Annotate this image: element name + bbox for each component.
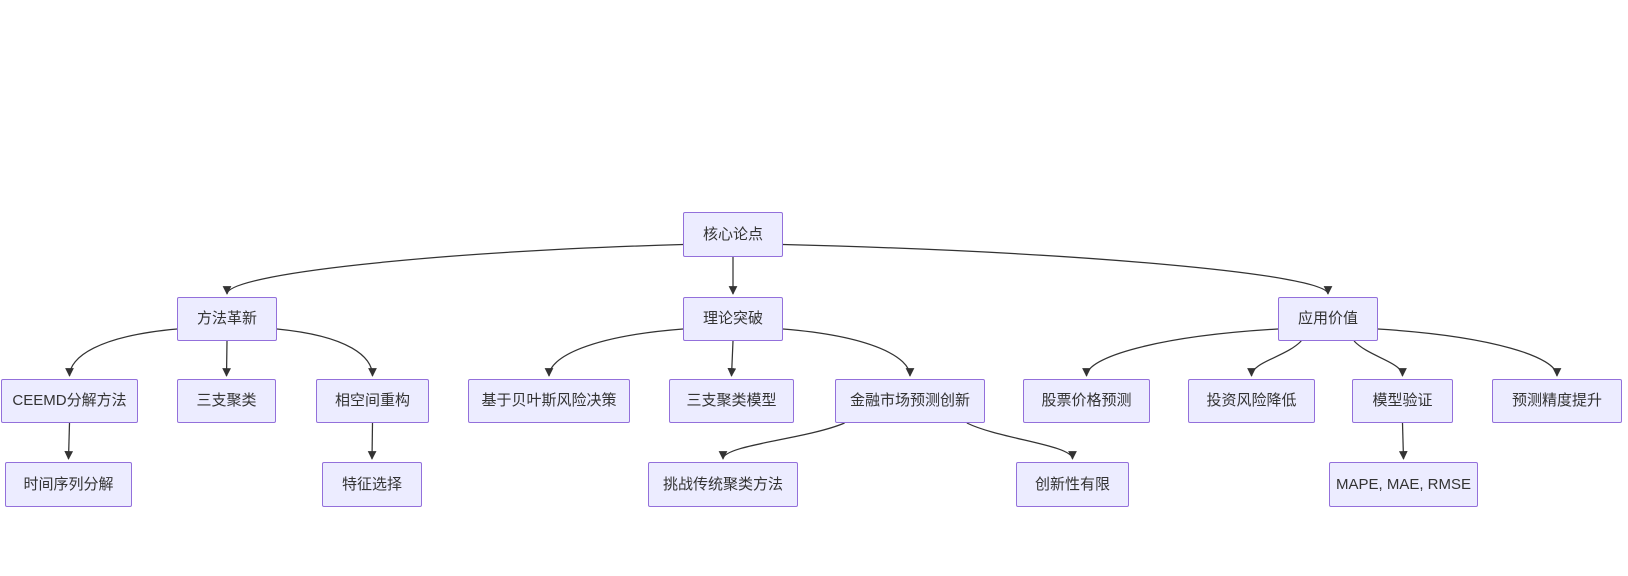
node-label-method-innovation: 方法革新: [196, 310, 257, 327]
node-challenge-clustering: 挑战传统聚类方法: [648, 462, 798, 507]
node-fin-market-innovation: 金融市场预测创新: [835, 379, 985, 423]
node-method-innovation: 方法革新: [177, 297, 277, 341]
node-model-validation: 模型验证: [1352, 379, 1453, 423]
node-label-application-value: 应用价值: [1297, 310, 1358, 327]
node-label-stock-prediction: 股票价格预测: [1041, 392, 1132, 409]
node-label-bayes-risk: 基于贝叶斯风险决策: [481, 392, 617, 409]
node-label-root: 核心论点: [702, 225, 763, 243]
node-ceemd: CEEMD分解方法: [1, 379, 138, 423]
node-label-theory-breakthrough: 理论突破: [702, 310, 763, 327]
node-limited-innovation: 创新性有限: [1016, 462, 1129, 507]
node-three-way-model: 三支聚类模型: [669, 379, 794, 423]
node-label-time-series-decomp: 时间序列分解: [23, 475, 114, 493]
node-label-limited-innovation: 创新性有限: [1034, 475, 1110, 493]
node-root: 核心论点: [683, 212, 783, 257]
node-metrics: MAPE, MAE, RMSE: [1329, 462, 1478, 507]
node-label-fin-market-innovation: 金融市场预测创新: [849, 392, 970, 409]
node-phase-space: 相空间重构: [316, 379, 429, 423]
node-label-three-way-clustering: 三支聚类: [196, 392, 257, 409]
node-label-risk-reduction: 投资风险降低: [1206, 392, 1297, 409]
node-label-three-way-model: 三支聚类模型: [686, 392, 777, 409]
node-precision-improve: 预测精度提升: [1492, 379, 1622, 423]
node-risk-reduction: 投资风险降低: [1188, 379, 1315, 423]
node-application-value: 应用价值: [1278, 297, 1378, 341]
node-label-precision-improve: 预测精度提升: [1511, 392, 1602, 409]
node-stock-prediction: 股票价格预测: [1023, 379, 1150, 423]
node-label-ceemd: CEEMD分解方法: [12, 392, 127, 409]
node-label-challenge-clustering: 挑战传统聚类方法: [662, 475, 783, 493]
node-label-feature-selection: 特征选择: [341, 475, 402, 493]
node-bayes-risk: 基于贝叶斯风险决策: [468, 379, 630, 423]
node-label-phase-space: 相空间重构: [334, 392, 410, 409]
node-three-way-clustering: 三支聚类: [177, 379, 276, 423]
node-label-metrics: MAPE, MAE, RMSE: [1335, 475, 1472, 493]
node-feature-selection: 特征选择: [322, 462, 422, 507]
node-label-model-validation: 模型验证: [1372, 392, 1433, 409]
node-theory-breakthrough: 理论突破: [683, 297, 783, 341]
node-time-series-decomp: 时间序列分解: [5, 462, 132, 507]
